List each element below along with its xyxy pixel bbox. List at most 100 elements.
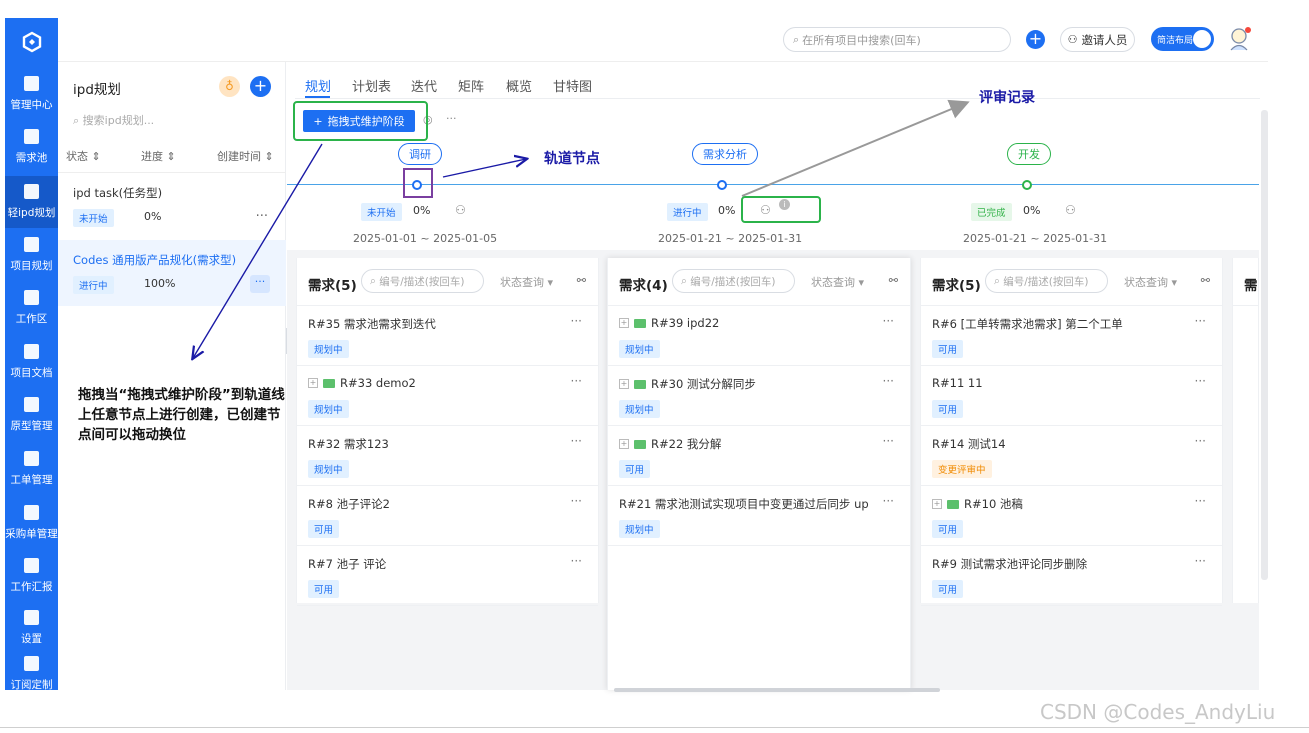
more-icon[interactable]: ··· xyxy=(570,494,582,508)
info-icon[interactable]: i xyxy=(779,199,790,210)
nav-item[interactable]: 项目规划 xyxy=(5,229,58,281)
more-icon[interactable]: ··· xyxy=(446,112,457,125)
nav-item[interactable]: 工作区 xyxy=(5,282,58,334)
nav-item[interactable]: 采购单管理 xyxy=(5,497,58,549)
status-badge: 可用 xyxy=(932,520,964,538)
status-badge: 可用 xyxy=(308,580,340,598)
requirement-card[interactable]: +R#30 测试分解同步规划中··· xyxy=(608,366,910,426)
drag-maintain-stage-button[interactable]: + 拖拽式维护阶段 xyxy=(303,110,415,132)
more-icon[interactable]: ··· xyxy=(882,494,894,508)
tab-matrix[interactable]: 矩阵 xyxy=(458,80,485,95)
column-search-input[interactable]: ⌕ 编号/描述(按回车) xyxy=(985,269,1108,293)
tab-plan[interactable]: 规划 xyxy=(305,80,332,95)
global-add-button[interactable]: + xyxy=(1026,30,1045,49)
layout-toggle[interactable]: 简洁布局 xyxy=(1151,27,1214,51)
requirement-card[interactable]: R#7 池子 评论可用··· xyxy=(297,546,598,606)
more-icon[interactable]: ··· xyxy=(1194,434,1206,448)
tab-gantt[interactable]: 甘特图 xyxy=(553,80,593,95)
avatar[interactable] xyxy=(1228,26,1252,52)
more-icon[interactable]: ··· xyxy=(1194,554,1206,568)
arrow-to-review-label xyxy=(741,99,970,197)
status-badge: 变更评审中 xyxy=(932,460,992,478)
expand-icon[interactable]: + xyxy=(619,318,629,328)
tab-schedule[interactable]: 计划表 xyxy=(352,80,392,95)
plan-item[interactable]: ipd task(任务型) 未开始 0% ··· xyxy=(73,186,268,227)
more-icon[interactable]: ··· xyxy=(882,374,894,388)
column-search-input[interactable]: ⌕ 编号/描述(按回车) xyxy=(672,269,795,293)
nav-item[interactable]: 管理中心 xyxy=(5,68,58,120)
card-title: +R#22 我分解 xyxy=(619,437,722,451)
add-plan-button[interactable]: + xyxy=(250,76,271,97)
share-icon[interactable]: ⚯ xyxy=(576,274,586,287)
global-search-input[interactable]: ⌕ 在所有项目中搜索(回车) xyxy=(783,27,1011,52)
nav-item[interactable]: 项目文档 xyxy=(5,336,58,388)
expand-icon[interactable]: + xyxy=(308,378,318,388)
app-logo-icon[interactable] xyxy=(5,24,58,60)
requirement-card[interactable]: R#35 需求池需求到迭代规划中··· xyxy=(297,306,598,366)
card-title: R#6 [工单转需求池需求] 第二个工单 xyxy=(932,317,1123,331)
expand-icon[interactable]: + xyxy=(619,439,629,449)
sort-created[interactable]: 创建时间 ⇕ xyxy=(217,150,274,163)
requirement-card[interactable]: R#9 测试需求池评论同步删除可用··· xyxy=(921,546,1222,606)
nav-item[interactable]: 原型管理 xyxy=(5,389,58,441)
more-icon[interactable]: ··· xyxy=(570,314,582,328)
more-button[interactable]: ··· xyxy=(250,275,270,293)
requirement-card[interactable]: +R#22 我分解可用··· xyxy=(608,426,910,486)
column-search-input[interactable]: ⌕ 编号/描述(按回车) xyxy=(361,269,484,293)
requirement-card[interactable]: R#6 [工单转需求池需求] 第二个工单可用··· xyxy=(921,306,1222,366)
stage-pill[interactable]: 需求分析 xyxy=(692,143,758,165)
nav-item[interactable]: 设置 xyxy=(5,602,58,654)
track-node[interactable] xyxy=(412,180,422,190)
user-icon[interactable]: ⚇ xyxy=(455,203,466,217)
status-filter[interactable]: 状态查询 ▾ xyxy=(811,276,865,289)
status-filter[interactable]: 状态查询 ▾ xyxy=(1124,276,1178,289)
invite-button[interactable]: ⚇ 邀请人员 xyxy=(1060,27,1135,52)
more-icon[interactable]: ··· xyxy=(570,554,582,568)
more-icon[interactable]: ··· xyxy=(570,434,582,448)
status-filter[interactable]: 状态查询 ▾ xyxy=(500,276,554,289)
nav-item[interactable]: 需求池 xyxy=(5,121,58,173)
nav-item[interactable]: 订阅定制 xyxy=(5,648,58,700)
vertical-scrollbar[interactable] xyxy=(1261,110,1268,580)
share-icon[interactable]: ⚯ xyxy=(1200,274,1210,287)
status-badge: 已完成 xyxy=(971,203,1012,221)
user-icon[interactable]: ⚇ xyxy=(760,203,771,217)
expand-icon[interactable]: + xyxy=(619,379,629,389)
tab-iteration[interactable]: 迭代 xyxy=(411,80,438,95)
requirement-card[interactable]: +R#10 池稿可用··· xyxy=(921,486,1222,546)
track-node[interactable] xyxy=(1022,180,1032,190)
more-icon[interactable]: ··· xyxy=(1194,494,1206,508)
nav-item[interactable]: 轻ipd规划 xyxy=(5,176,58,228)
sort-status[interactable]: 状态 ⇕ xyxy=(66,150,101,163)
tab-overview[interactable]: 概览 xyxy=(506,80,533,95)
track-node[interactable] xyxy=(717,180,727,190)
highlight-box-drag-button xyxy=(293,101,428,141)
user-icon[interactable]: ⚇ xyxy=(1065,203,1076,217)
more-icon[interactable]: ··· xyxy=(255,209,268,224)
more-icon[interactable]: ··· xyxy=(1194,314,1206,328)
nav-icon xyxy=(24,451,39,466)
plan-item-selected[interactable]: Codes 通用版产品规化(需求型) 进行中 100% ··· xyxy=(58,240,286,306)
nav-item[interactable]: 工单管理 xyxy=(5,443,58,495)
more-icon[interactable]: ··· xyxy=(570,374,582,388)
share-icon[interactable]: ⚯ xyxy=(888,274,898,287)
plan-search-input[interactable]: ⌕ 搜索ipd规划... xyxy=(73,114,155,127)
expand-icon[interactable]: + xyxy=(932,499,942,509)
nav-item[interactable]: 工作汇报 xyxy=(5,550,58,602)
more-icon[interactable]: ··· xyxy=(1194,374,1206,388)
more-icon[interactable]: ··· xyxy=(882,434,894,448)
stage-pill[interactable]: 调研 xyxy=(398,143,442,165)
sort-progress[interactable]: 进度 ⇕ xyxy=(141,150,176,163)
lightbulb-icon[interactable]: ♁ xyxy=(219,76,240,97)
horizontal-scrollbar[interactable] xyxy=(614,688,940,692)
more-icon[interactable]: ··· xyxy=(882,314,894,328)
stage-pill[interactable]: 开发 xyxy=(1007,143,1051,165)
